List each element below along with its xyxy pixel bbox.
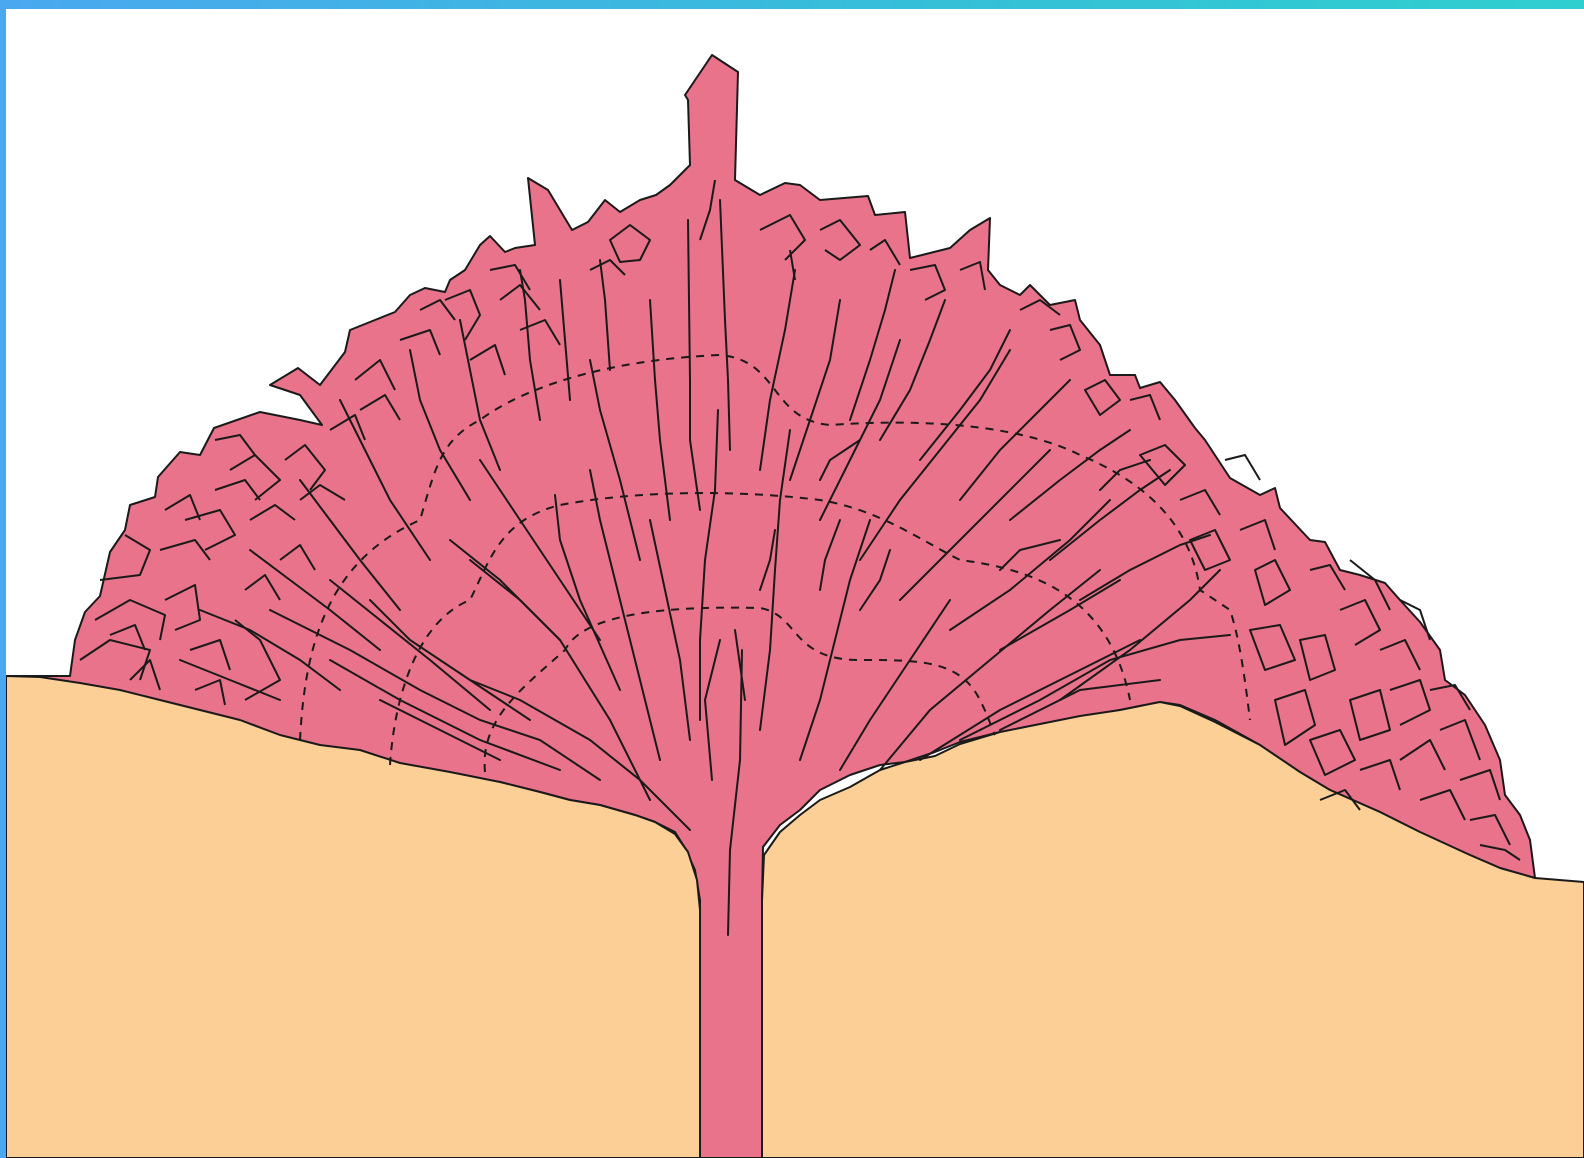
lava-dome-diagram <box>6 9 1584 1158</box>
diagram-canvas <box>6 9 1584 1158</box>
